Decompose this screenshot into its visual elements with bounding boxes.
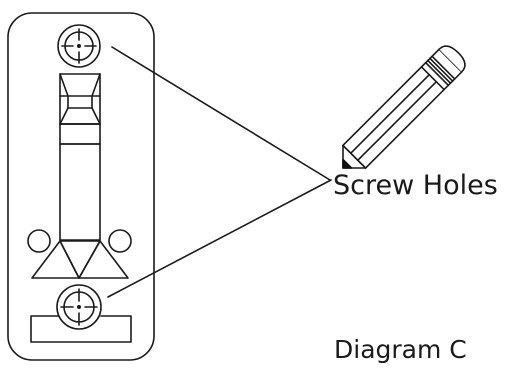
right-knob (108, 229, 132, 253)
upper-bracket (59, 73, 101, 125)
triangle-base (31, 240, 129, 279)
left-knob (27, 229, 51, 253)
pencil-icon (342, 45, 466, 169)
diagram-caption: Diagram C (334, 335, 467, 364)
callout-line-top (111, 46, 331, 181)
vertical-rail (59, 123, 101, 145)
screw-holes-label: Screw Holes (333, 170, 498, 201)
callout-line-bottom (107, 179, 332, 298)
mounting-plate-outline (7, 12, 155, 361)
top-screw-hole-icon (57, 24, 101, 68)
rail-shaft (59, 143, 101, 241)
bottom-screw-hole-icon (56, 284, 102, 330)
bottom-support-block (30, 315, 132, 343)
